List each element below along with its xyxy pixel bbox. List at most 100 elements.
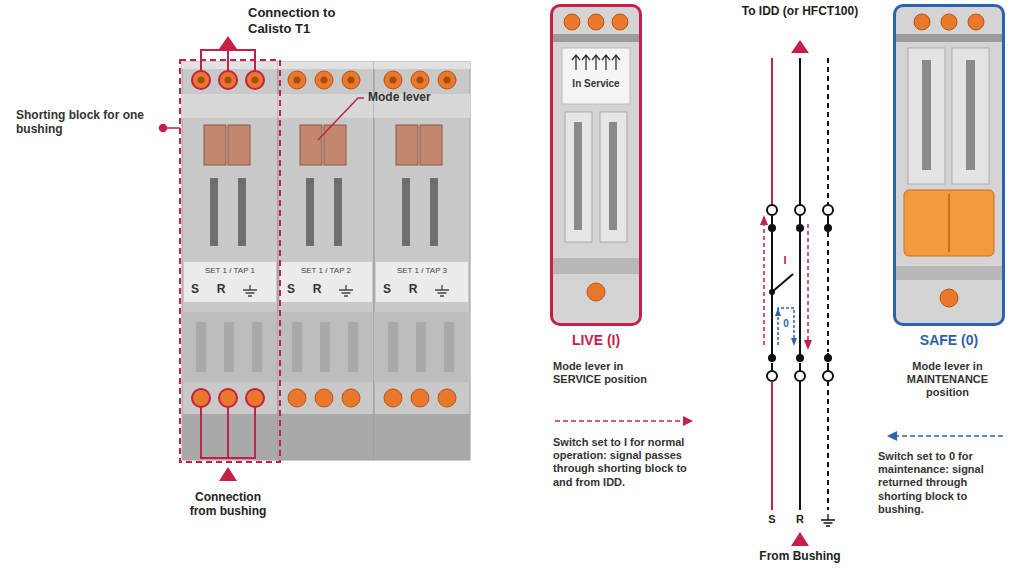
schematic-part: [823, 205, 833, 215]
legend-text: Switch set to 0 for maintenance: signal …: [878, 450, 1010, 516]
service-photo-part: [609, 122, 617, 230]
shorting-block-outline: [180, 60, 280, 462]
schematic-part: [799, 381, 801, 510]
service-photo-part: [572, 55, 620, 70]
legend-text: Switch set to I for normal operation: si…: [553, 436, 703, 489]
schematic-part: [763, 224, 765, 345]
connection-label: To IDD (or HFCT100): [740, 4, 860, 18]
maintenance-photo-part: [896, 266, 1002, 280]
schematic-part: [772, 363, 828, 371]
photo-frame: [893, 4, 1005, 326]
schematic-part: [768, 224, 776, 232]
shorting-block-outline-part: [246, 71, 264, 89]
switch-state: 0: [782, 318, 790, 330]
maintenance-photo-part: [968, 14, 984, 30]
legend-samples-part: [896, 435, 1003, 437]
terminal-blocks-part: [278, 62, 374, 460]
leader-lines-part: [160, 125, 167, 132]
schematic-part: [772, 215, 828, 358]
maintenance-frame: SAFE (0): [893, 4, 1005, 334]
schematic-part: [827, 232, 829, 352]
schematic-part: [791, 532, 809, 546]
status-label: In Service: [556, 78, 636, 90]
pin-name: R: [406, 282, 420, 296]
service-photo-part: [553, 34, 639, 42]
shorting-block-outline-part: [180, 60, 280, 462]
maintenance-photo-part: [908, 48, 945, 184]
schematic-part: [795, 205, 805, 215]
connection-label: Connection from bushing: [183, 490, 273, 519]
maintenance-photo-part: [940, 289, 958, 307]
schematic-part: [824, 354, 832, 362]
pin-name: S: [766, 513, 778, 526]
shorting-block-outline-part: [192, 71, 210, 89]
maintenance-photo-part: [952, 48, 989, 184]
schematic-part: [796, 354, 804, 362]
connection-brackets-part: [200, 407, 256, 458]
service-photo-part: [562, 48, 630, 104]
connection-brackets: [200, 36, 256, 481]
shorting-block-outline-part: [219, 71, 237, 89]
maintenance-photo-part: [966, 60, 975, 170]
schematic-part: [767, 205, 777, 215]
pin-name: S: [380, 282, 394, 296]
callout-label: Shorting block for one bushing: [16, 108, 151, 137]
schematic-part: [799, 58, 801, 205]
pin-name: S: [284, 282, 298, 296]
mode-heading: LIVE (I): [550, 332, 642, 348]
shorting-block-outline-part: [192, 389, 210, 407]
pin-name: S: [188, 282, 202, 296]
connection-label: From Bushing: [740, 549, 860, 563]
schematic-part: [775, 308, 781, 316]
schematic-part: [795, 371, 805, 381]
schematic-part: [767, 371, 777, 381]
photo-frame: [550, 4, 642, 326]
service-photo-part: [553, 7, 639, 323]
legend-samples-part: [887, 431, 897, 441]
service-frame: LIVE (I): [550, 4, 642, 334]
schematic-part: [804, 340, 812, 350]
connection-brackets-part: [200, 50, 256, 71]
schematic-part: [791, 40, 809, 53]
terminal-blocks-part: [182, 62, 278, 460]
service-photo: [553, 7, 639, 323]
maintenance-photo-part: [904, 190, 994, 256]
maintenance-photo-part: [922, 60, 931, 170]
legend-samples-part: [683, 416, 693, 426]
schematic-part: [827, 381, 829, 510]
connection-label: Connection to Calisto T1: [248, 5, 373, 36]
schematic-part: [807, 224, 809, 340]
service-photo-part: [565, 112, 592, 242]
maintenance-photo-part: [896, 7, 1002, 323]
pin-name: R: [794, 513, 806, 526]
service-photo-part: [587, 283, 605, 301]
mode-heading: SAFE (0): [893, 332, 1005, 348]
shorting-block-outline-part: [219, 389, 237, 407]
schematic-part: [821, 514, 835, 526]
shorting-block-outline-part: [246, 389, 264, 407]
schematic-part: [824, 224, 832, 232]
schematic-part: [771, 381, 773, 510]
schematic-part: [760, 215, 768, 225]
terminal-blocks: [182, 62, 470, 460]
tap-label: SET 1 / TAP 1: [187, 266, 273, 276]
pin-name: R: [310, 282, 324, 296]
service-photo-part: [574, 122, 582, 230]
schematic-part: [771, 58, 773, 205]
schematic-part: [823, 371, 833, 381]
mode-note: Mode lever in MAINTENANCE position: [889, 360, 1006, 400]
maintenance-photo-part: [941, 14, 957, 30]
service-photo-part: [600, 112, 627, 242]
schematic: [760, 40, 835, 546]
schematic-part: [827, 58, 829, 205]
service-photo-part: [612, 14, 628, 30]
terminal-blocks-part: [374, 62, 470, 460]
switch-state: I: [780, 254, 790, 267]
service-photo-part: [564, 14, 580, 30]
service-photo-part: [553, 258, 639, 274]
maintenance-photo: [896, 7, 1002, 323]
schematic-part: [796, 224, 804, 232]
callout-label: Mode lever: [368, 90, 463, 104]
service-photo-part: [588, 14, 604, 30]
leader-lines: [160, 98, 365, 140]
